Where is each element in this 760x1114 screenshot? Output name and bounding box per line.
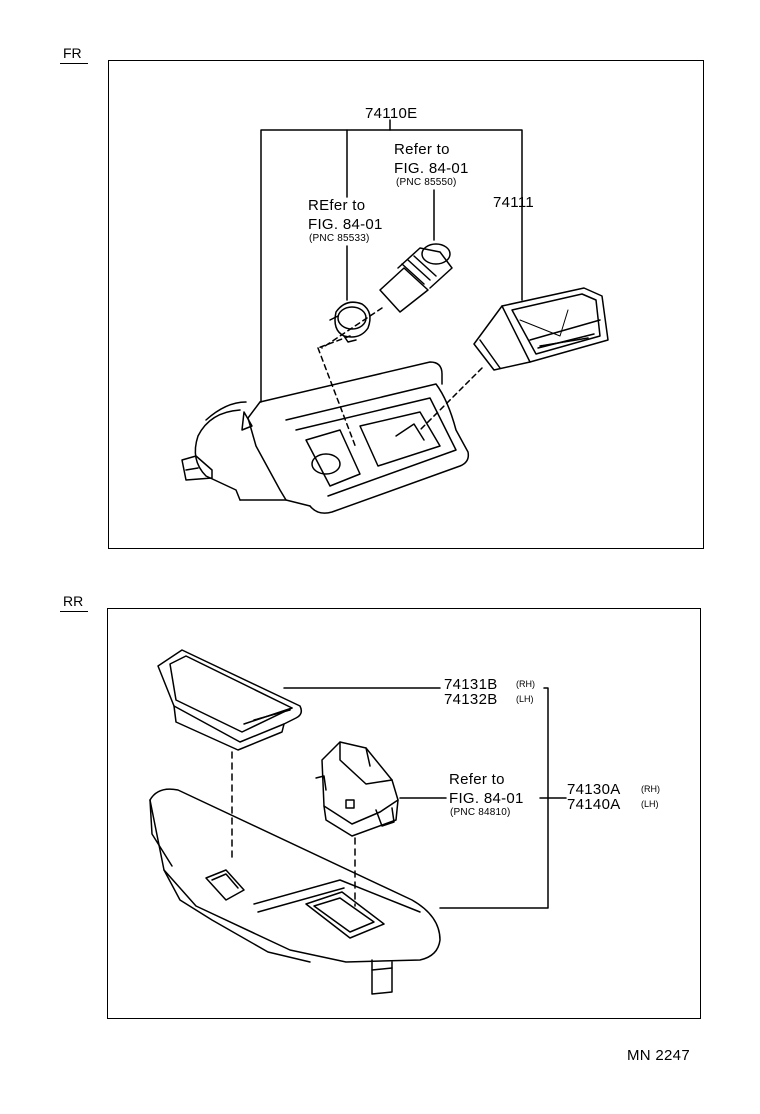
ref-lighter-title: Refer to: [394, 141, 450, 158]
part-tag-tray-lh: (LH): [516, 694, 534, 704]
part-number-tray-lh: 74132B: [444, 691, 498, 708]
ref-socket-pnc: (PNC 85533): [309, 233, 370, 244]
rear-tray-illustration: [157, 649, 303, 863]
rear-panel-frame: [107, 608, 701, 1019]
section-underline-rear: [60, 611, 88, 612]
part-tag-tray-rh: (RH): [516, 679, 535, 689]
part-number-assy-rh: 74130A: [567, 781, 621, 798]
part-tag-assy-rh: (RH): [641, 784, 660, 794]
part-number-assy-lh: 74140A: [567, 796, 621, 813]
front-leader-lines: [260, 119, 523, 403]
part-tag-assy-lh: (LH): [641, 799, 659, 809]
ref-socket-fig: FIG. 84-01: [308, 216, 383, 233]
ref-switch-fig: FIG. 84-01: [449, 790, 524, 807]
window-switch-illustration: [315, 741, 399, 907]
ashtray-cup-illustration: [473, 287, 609, 371]
lighter-illustration: [379, 243, 453, 313]
ref-lighter-pnc: (PNC 85550): [396, 177, 457, 188]
section-label-rear: RR: [63, 593, 84, 609]
rear-leader-lines: [283, 687, 567, 909]
diagram-code: MN 2247: [627, 1047, 690, 1064]
part-number-console-box: 74110E: [365, 105, 418, 122]
socket-illustration: [329, 301, 371, 343]
ref-lighter-fig: FIG. 84-01: [394, 160, 469, 177]
section-label-front: FR: [63, 45, 82, 61]
ref-socket-title: REfer to: [308, 197, 366, 214]
front-panel-frame: [108, 60, 704, 549]
part-number-tray-rh: 74131B: [444, 676, 498, 693]
part-number-ashtray-cup: 74111: [493, 194, 534, 211]
console-box-illustration: [181, 307, 483, 514]
ref-switch-title: Refer to: [449, 771, 505, 788]
ref-switch-pnc: (PNC 84810): [450, 807, 511, 818]
armrest-panel-illustration: [149, 788, 441, 995]
section-underline-front: [60, 63, 88, 64]
